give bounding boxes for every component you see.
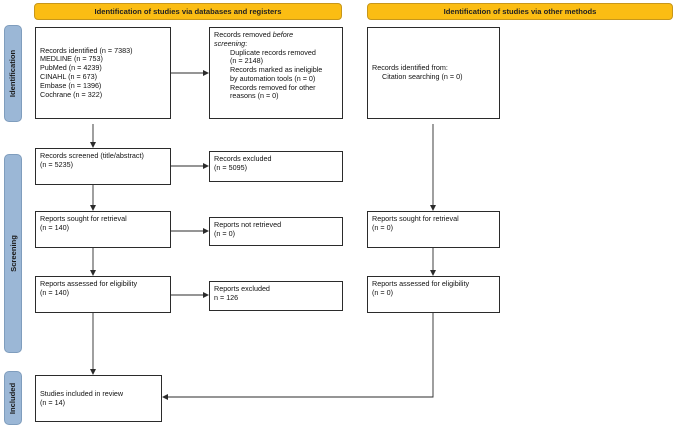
records-identified-line: CINAHL (n = 673) [40,72,98,81]
header-databases: Identification of studies via databases … [34,3,342,20]
reports-not-retrieved-box: Reports not retrieved (n = 0) [209,217,343,246]
records-identified-line: MEDLINE (n = 753) [40,54,103,64]
reports-sought-box: Reports sought for retrieval (n = 140) [35,211,171,248]
records-removed-title: Records removed before [214,30,338,40]
other-sought-line: Reports sought for retrieval [372,214,459,223]
records-screened-box: Records screened (title/abstract) (n = 5… [35,148,171,185]
arrow-other-assessed-to-included [162,313,434,400]
other-assessed-line: Reports assessed for eligibility [372,279,470,288]
reports-excluded-line: n = 126 [214,292,239,302]
records-removed-box: Records removed before screening: Duplic… [209,27,343,119]
assessed-line: (n = 140) [40,287,69,297]
records-identified-line: Records identified (n = 7383) [40,45,133,55]
header-other-methods: Identification of studies via other meth… [367,3,673,20]
not-retrieved-line: (n = 0) [214,228,235,238]
records-removed-subtitle: screening: [214,38,338,49]
other-sought-line: (n = 0) [372,222,393,232]
removed-detail-line: Records removed for other [230,82,316,92]
reports-excluded-line: Reports excluded [214,284,270,293]
removed-detail-line: reasons (n = 0) [230,91,279,101]
phase-included: Included [4,371,22,425]
records-identified-line: Cochrane (n = 322) [40,89,103,99]
included-line: (n = 14) [40,397,65,407]
other-assessed-line: (n = 0) [372,287,393,297]
reports-assessed-box: Reports assessed for eligibility (n = 14… [35,276,171,313]
other-records-identified-box: Records identified from: Citation search… [367,27,500,119]
other-identified-line: Citation searching (n = 0) [382,72,463,81]
phase-identification: Identification [4,25,22,122]
removed-subtitle-italic: screening [214,38,246,48]
records-identified-box: Records identified (n = 7383) MEDLINE (n… [35,27,171,119]
removed-detail-line: Duplicate records removed [230,47,316,57]
studies-included-box: Studies included in review (n = 14) [35,375,162,422]
included-line: Studies included in review [40,388,124,398]
removed-title-italic: before [272,30,294,39]
not-retrieved-line: Reports not retrieved [214,220,282,229]
removed-subtitle-tail: : [245,38,248,48]
assessed-line: Reports assessed for eligibility [40,279,138,288]
screened-line: (n = 5235) [40,159,73,169]
other-identified-line: Records identified from: [372,63,448,73]
excluded-line: (n = 5095) [214,162,247,172]
removed-detail-line: by automation tools (n = 0) [230,73,316,83]
removed-title-text: Records removed [214,30,273,39]
sought-line: Reports sought for retrieval [40,214,127,223]
excluded-line: Records excluded [214,154,272,163]
screened-line: Records screened (title/abstract) [40,151,144,160]
phase-screening: Screening [4,154,22,353]
removed-detail-line: Records marked as ineligible [230,65,323,75]
other-reports-assessed-box: Reports assessed for eligibility (n = 0) [367,276,500,313]
records-identified-line: PubMed (n = 4239) [40,63,102,73]
records-identified-line: Embase (n = 1396) [40,80,102,90]
reports-excluded-box: Reports excluded n = 126 [209,281,343,311]
other-reports-sought-box: Reports sought for retrieval (n = 0) [367,211,500,248]
sought-line: (n = 140) [40,222,69,232]
removed-detail-line: (n = 2148) [230,56,263,66]
records-excluded-box: Records excluded (n = 5095) [209,151,343,182]
